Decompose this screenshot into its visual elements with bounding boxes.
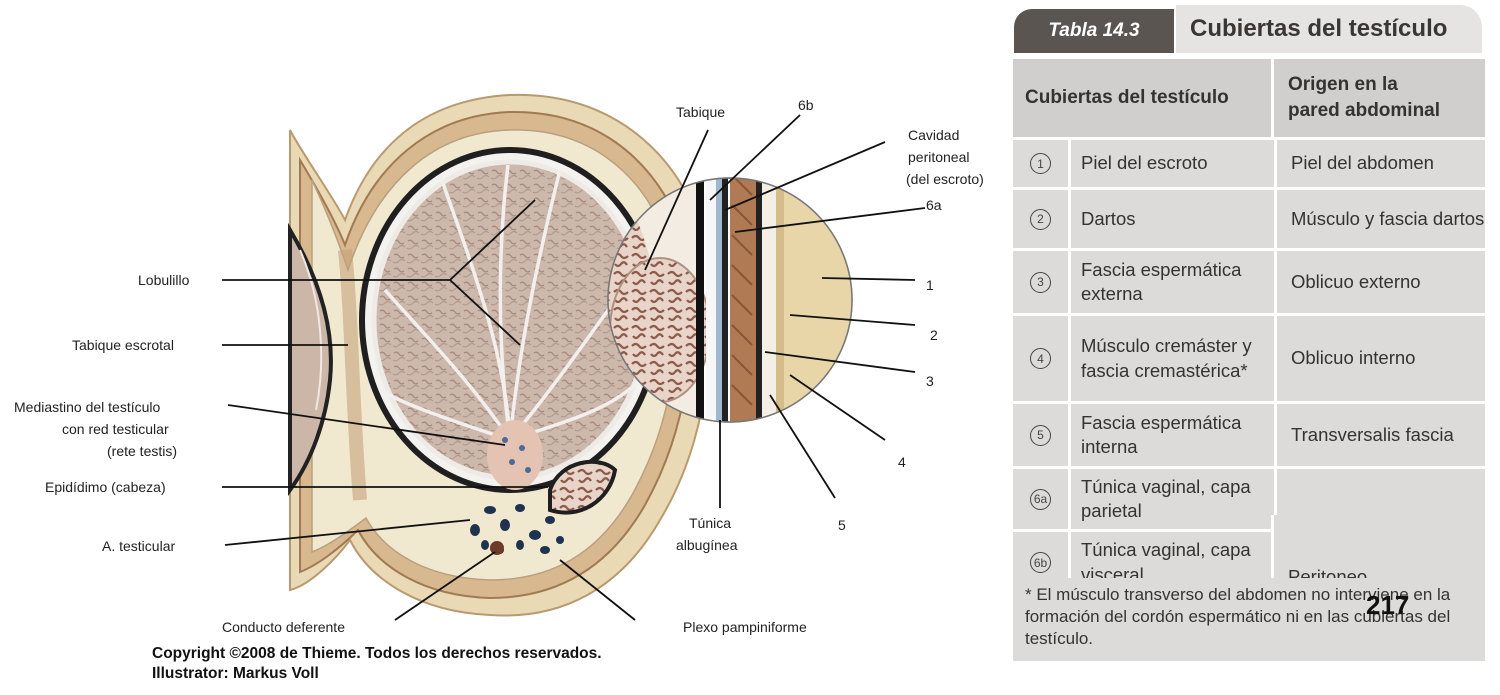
- label-tabique: Tabique: [676, 104, 725, 120]
- leader-lines: [222, 114, 926, 621]
- table-panel: Tabla 14.3 Cubiertas del testículo Cubie…: [1010, 5, 1486, 665]
- label-6b: 6b: [798, 97, 814, 113]
- row-number-badge: 6b: [1030, 552, 1051, 573]
- row-number-badge: 5: [1030, 424, 1051, 446]
- label-mediastino-2: con red testicular: [62, 421, 169, 437]
- label-cavidad-2: peritoneal: [908, 149, 970, 165]
- table-head-row: Cubiertas del testículo Origen en la pare…: [1013, 59, 1485, 140]
- column-header-origin-line1: Origen en la: [1288, 74, 1398, 96]
- label-lobulillo: Lobulillo: [138, 272, 190, 288]
- column-header-coverings: Cubiertas del testículo: [1025, 87, 1229, 108]
- vas-deferens: [490, 541, 504, 555]
- page-number: 217: [1366, 590, 1410, 620]
- table-row: 6a Túnica vaginal, capa parietal: [1013, 469, 1485, 532]
- covering-origin: Oblicuo externo: [1274, 251, 1485, 313]
- coverings-table: Cubiertas del testículo Origen en la pare…: [1013, 59, 1485, 639]
- label-tunica-2: albugínea: [676, 537, 738, 553]
- table-row: 3 Fascia espermática externa Oblicuo ext…: [1013, 251, 1485, 316]
- label-tabique-escrotal: Tabique escrotal: [72, 337, 174, 353]
- label-cavidad-1: Cavidad: [908, 127, 959, 143]
- testis-cross-section-diagram: Tabique 6b Cavidad peritoneal (del escro…: [14, 93, 984, 635]
- covering-name: Músculo cremáster y fascia cremastérica*: [1081, 335, 1252, 381]
- covering-name: Dartos: [1081, 207, 1136, 229]
- row-number-badge: 3: [1030, 271, 1051, 293]
- row-number-badge: 4: [1030, 348, 1051, 369]
- covering-name: Túnica vaginal, capa parietal: [1081, 475, 1251, 521]
- table-header: Tabla 14.3 Cubiertas del testículo: [1010, 5, 1486, 53]
- label-2: 2: [930, 327, 938, 343]
- scrotal-septum: [338, 249, 367, 501]
- label-3: 3: [926, 373, 934, 389]
- table-row: 1 Piel del escroto Piel del abdomen: [1013, 140, 1485, 190]
- illustrator-line: Illustrator: Markus Voll: [152, 665, 319, 682]
- septula: [379, 164, 642, 442]
- label-epididimo: Epidídimo (cabeza): [45, 479, 166, 495]
- label-plexo-pampiniforme: Plexo pampiniforme: [683, 619, 807, 635]
- table-title: Cubiertas del testículo: [1176, 5, 1482, 53]
- covering-name: Fascia espermática interna: [1081, 411, 1242, 457]
- table-row: 2 Dartos Músculo y fascia dartos: [1013, 190, 1485, 251]
- epididymis: [548, 459, 618, 515]
- label-4: 4: [898, 454, 906, 470]
- pampiniform-plexus: [470, 504, 564, 554]
- covering-origin: Transversalis fascia: [1274, 404, 1485, 466]
- table-row: 4 Músculo cremáster y fascia cremastéric…: [1013, 316, 1485, 404]
- label-conducto-deferente: Conducto deferente: [222, 619, 345, 635]
- row-number-badge: 1: [1030, 153, 1051, 174]
- covering-origin: Músculo y fascia dartos: [1274, 190, 1485, 248]
- label-a-testicular: A. testicular: [102, 538, 175, 554]
- label-mediastino-3: (rete testis): [107, 443, 177, 459]
- label-6a: 6a: [926, 197, 942, 213]
- covering-origin: Piel del abdomen: [1274, 140, 1485, 187]
- covering-origin: Oblicuo interno: [1274, 316, 1485, 401]
- magnified-layers-inset: [607, 177, 853, 423]
- label-5: 5: [838, 517, 846, 533]
- label-1: 1: [926, 277, 934, 293]
- covering-origin: [1274, 469, 1485, 529]
- covering-name: Piel del escroto: [1081, 152, 1208, 174]
- label-cavidad-3: (del escroto): [906, 171, 984, 187]
- column-header-origin: Origen en la pared abdominal: [1271, 59, 1485, 137]
- row-number-badge: 2: [1030, 208, 1051, 230]
- copyright-line: Copyright ©2008 de Thieme. Todos los der…: [152, 645, 602, 662]
- table-number: Tabla 14.3: [1014, 9, 1174, 53]
- table-row: 5 Fascia espermática interna Transversal…: [1013, 404, 1485, 469]
- mediastinum: [487, 420, 543, 490]
- column-header-origin-line2: pared abdominal: [1288, 100, 1441, 121]
- table-footnote: * El músculo transverso del abdomen no i…: [1013, 578, 1485, 661]
- left-testis-fragment: [288, 222, 333, 497]
- label-tunica-1: Túnica: [689, 515, 731, 531]
- row-number-badge: 6a: [1030, 488, 1051, 510]
- covering-name: Fascia espermática externa: [1081, 258, 1242, 304]
- label-mediastino-1: Mediastino del testículo: [14, 399, 161, 415]
